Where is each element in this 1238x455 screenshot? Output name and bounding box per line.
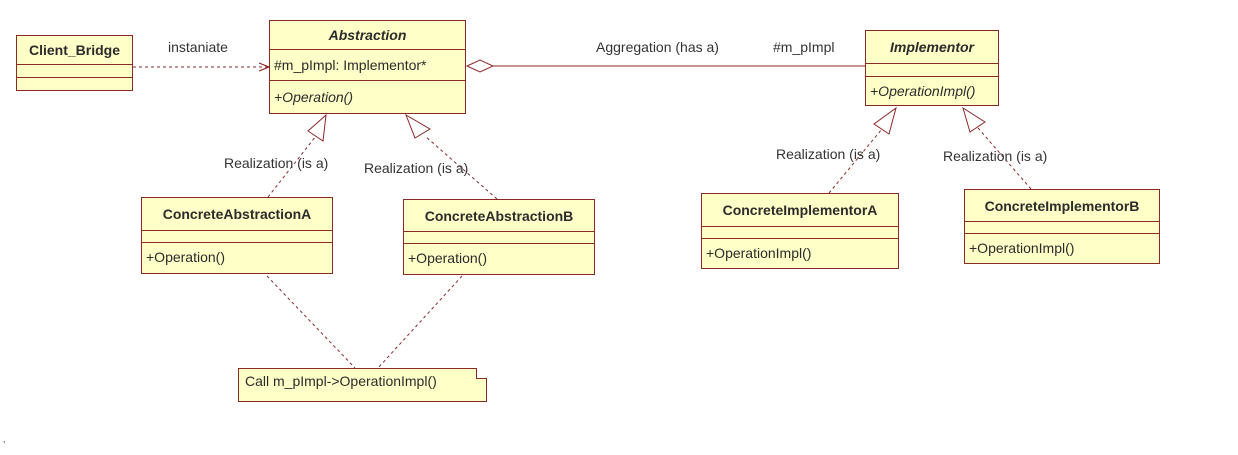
class-client-bridge[interactable]: Client_Bridge bbox=[16, 35, 133, 91]
realization-line-abs-a bbox=[267, 135, 317, 198]
class-operations: +Operation() bbox=[146, 249, 225, 265]
realization-line-impl-a bbox=[828, 128, 883, 194]
class-operations: +OperationImpl() bbox=[870, 83, 976, 99]
class-operations bbox=[17, 78, 132, 90]
class-abstraction[interactable]: Abstraction #m_pImpl: Implementor* +Oper… bbox=[269, 20, 466, 114]
class-attributes bbox=[702, 227, 898, 239]
realization-triangle-impl-a bbox=[873, 106, 897, 135]
class-name: ConcreteAbstractionA bbox=[142, 198, 332, 231]
label-aggregation-role: #m_pImpl bbox=[773, 39, 835, 55]
realization-triangle-abs-a bbox=[307, 113, 327, 142]
realization-line-abs-b bbox=[424, 135, 498, 200]
class-implementor[interactable]: Implementor +OperationImpl() bbox=[865, 30, 999, 106]
note-fold-corner bbox=[476, 368, 487, 379]
realization-triangle-abs-b bbox=[405, 113, 431, 139]
label-aggregation: Aggregation (has a) bbox=[596, 39, 719, 55]
class-operations: +Operation() bbox=[274, 89, 353, 105]
class-concrete-implementor-a[interactable]: ConcreteImplementorA +OperationImpl() bbox=[701, 193, 899, 269]
label-instantiate: instaniate bbox=[168, 39, 228, 55]
label-realization-impl-a: Realization (is a) bbox=[776, 146, 881, 162]
class-operations: +OperationImpl() bbox=[706, 245, 812, 261]
class-operations: +OperationImpl() bbox=[969, 240, 1075, 256]
class-attributes bbox=[866, 64, 998, 77]
note-link-abs-a bbox=[266, 275, 356, 369]
note-text: Call m_pImpl->OperationImpl() bbox=[245, 373, 437, 389]
class-name: Implementor bbox=[866, 31, 998, 64]
class-name: ConcreteImplementorA bbox=[702, 194, 898, 227]
class-attributes bbox=[404, 232, 594, 244]
aggregation-diamond bbox=[465, 59, 495, 73]
label-realization-abs-b: Realization (is a) bbox=[364, 160, 469, 176]
class-operations: +Operation() bbox=[408, 250, 487, 266]
label-realization-impl-b: Realization (is a) bbox=[943, 148, 1048, 164]
realization-triangle-impl-b bbox=[962, 106, 986, 133]
class-attributes bbox=[142, 231, 332, 243]
class-attributes: #m_pImpl: Implementor* bbox=[270, 50, 465, 81]
realization-line-impl-b bbox=[977, 127, 1032, 190]
class-concrete-implementor-b[interactable]: ConcreteImplementorB +OperationImpl() bbox=[964, 189, 1160, 264]
class-name: ConcreteAbstractionB bbox=[404, 200, 594, 232]
class-name: Client_Bridge bbox=[17, 36, 132, 65]
class-attributes bbox=[965, 222, 1159, 234]
class-name: Abstraction bbox=[270, 21, 465, 50]
note-call-operation-impl[interactable]: Call m_pImpl->OperationImpl() bbox=[238, 368, 487, 402]
label-realization-abs-a: Realization (is a) bbox=[224, 155, 329, 171]
class-concrete-abstraction-a[interactable]: ConcreteAbstractionA +Operation() bbox=[141, 197, 333, 274]
note-link-abs-b bbox=[377, 275, 463, 369]
stray-mark: ʼ bbox=[3, 440, 6, 452]
class-attributes bbox=[17, 65, 132, 78]
class-concrete-abstraction-b[interactable]: ConcreteAbstractionB +Operation() bbox=[403, 199, 595, 275]
class-name: ConcreteImplementorB bbox=[965, 190, 1159, 222]
